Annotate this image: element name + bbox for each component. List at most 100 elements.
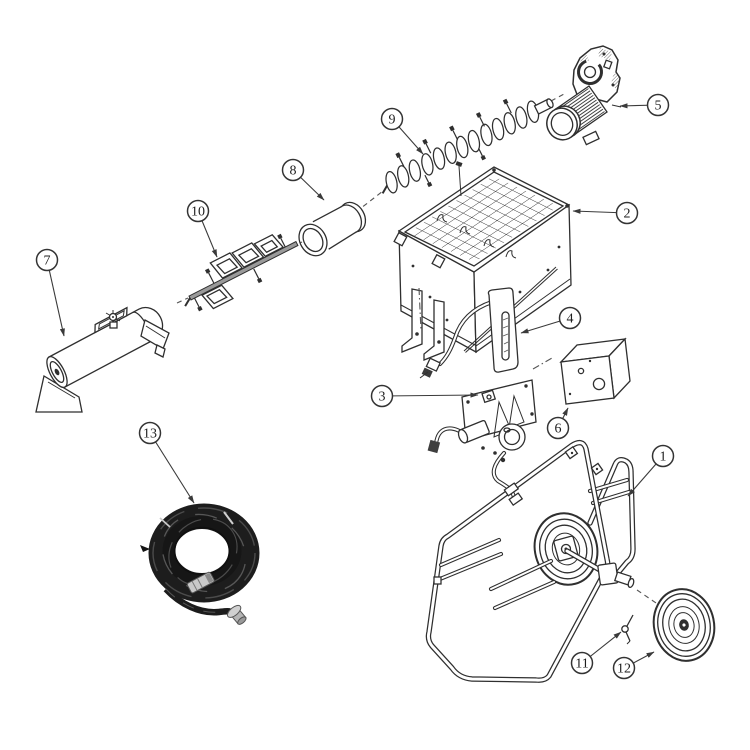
sleeve-mouth [298,223,328,257]
frame-ladder-bar [490,560,552,590]
leader-line [46,259,65,337]
callout-12: 12 [612,651,655,680]
auger-coil [381,98,554,194]
hopper-bracket [423,299,445,361]
hose-tie [159,517,171,528]
frame-crossbar [439,553,502,580]
hose-tie [223,511,234,525]
callout-circle [186,199,210,223]
paddle-shaft-group [184,233,299,312]
frame-ladder-bar [494,581,555,609]
callout-number: 8 [290,164,297,179]
callout-number: 6 [555,422,562,437]
box-knob [592,377,606,391]
callout-number: 12 [617,662,631,677]
callout-6: 6 [546,407,570,440]
part-cotter-pin [621,614,634,645]
callout-3: 3 [370,384,479,408]
hose-coupling [186,571,215,594]
callout-number: 10 [191,205,205,220]
barrel-body-group [46,306,164,389]
part-wheel [652,588,716,662]
part-hose [140,503,260,625]
frame-clamp-tab [433,576,442,585]
assembly-dash-line [355,190,384,213]
callout-circle [612,656,636,680]
arm-end-fitting [419,357,441,379]
callout-number: 4 [567,312,574,327]
part-motor [546,45,622,146]
callout-circle [281,158,305,182]
leader-line [381,392,479,398]
part-paddle-shaft [176,233,303,312]
paddle-blade [201,284,234,310]
callout-10: 10 [186,199,218,258]
hopper-paddle-tips [436,161,517,259]
callout-4: 4 [520,306,582,334]
callout-circle [138,421,162,445]
part-sleeve [298,201,367,257]
hopper-grid [408,176,559,262]
pump-cylinder [457,419,490,444]
hinge-tab [393,231,408,247]
plate-slot [501,311,510,361]
callout-number: 2 [624,207,631,222]
hopper-bolts [411,168,569,322]
callout-circle [546,416,570,440]
plate-clamp [481,389,497,404]
paddle-blade [209,252,244,279]
leader-line [149,432,195,504]
callout-7: 7 [35,248,65,337]
auger-pins [398,103,512,183]
pump-head [498,423,526,451]
callout-1: 1 [627,444,675,497]
paddle-pins [193,238,286,308]
callout-8: 8 [281,158,325,201]
part-pump-barrel [35,306,170,413]
box-front [560,355,615,405]
frame-crossbar [440,539,500,566]
callout-number: 7 [44,254,51,269]
callout-circle [615,201,639,225]
callout-number: 1 [660,450,667,465]
callout-13: 13 [138,421,195,504]
part-hopper [393,161,572,361]
hose-elbow-fitting [226,604,247,625]
auger-pin-heads [395,98,509,188]
paddle-blade [231,242,265,268]
pipe-coupling [508,492,524,507]
hose-coil-outer [148,503,260,603]
callout-2: 2 [572,201,639,225]
callout-number: 9 [389,113,396,128]
pipe-fitting [427,439,441,454]
hopper-inner-rim [403,171,565,267]
axle-bracket [597,562,619,586]
barrel-stand [35,374,83,413]
part-auger-spiral [355,92,567,213]
motor-foot [582,130,600,146]
callout-circle [370,384,394,408]
part-arm-bracket [419,266,558,379]
callout-9: 9 [380,107,424,155]
callout-number: 5 [655,99,662,114]
hose-coil-inner [162,516,242,586]
box-button [577,367,585,375]
callout-circle [646,93,670,117]
part-control-box [559,337,631,405]
callout-circle [35,248,59,272]
paddle-blade [253,233,285,258]
pipe-coupling [503,482,520,497]
callout-circle [558,306,582,330]
paddle-pin-heads [197,233,283,312]
part-pump-assembly [427,379,537,463]
hinge-tab [431,253,446,269]
frame-rung [592,491,630,504]
callout-circle [380,107,404,131]
callout-number: 11 [575,657,588,672]
assembly-dash-line [550,92,567,102]
part-frame [425,439,660,683]
callout-number: 3 [379,390,386,405]
barrel-valve [105,310,121,329]
